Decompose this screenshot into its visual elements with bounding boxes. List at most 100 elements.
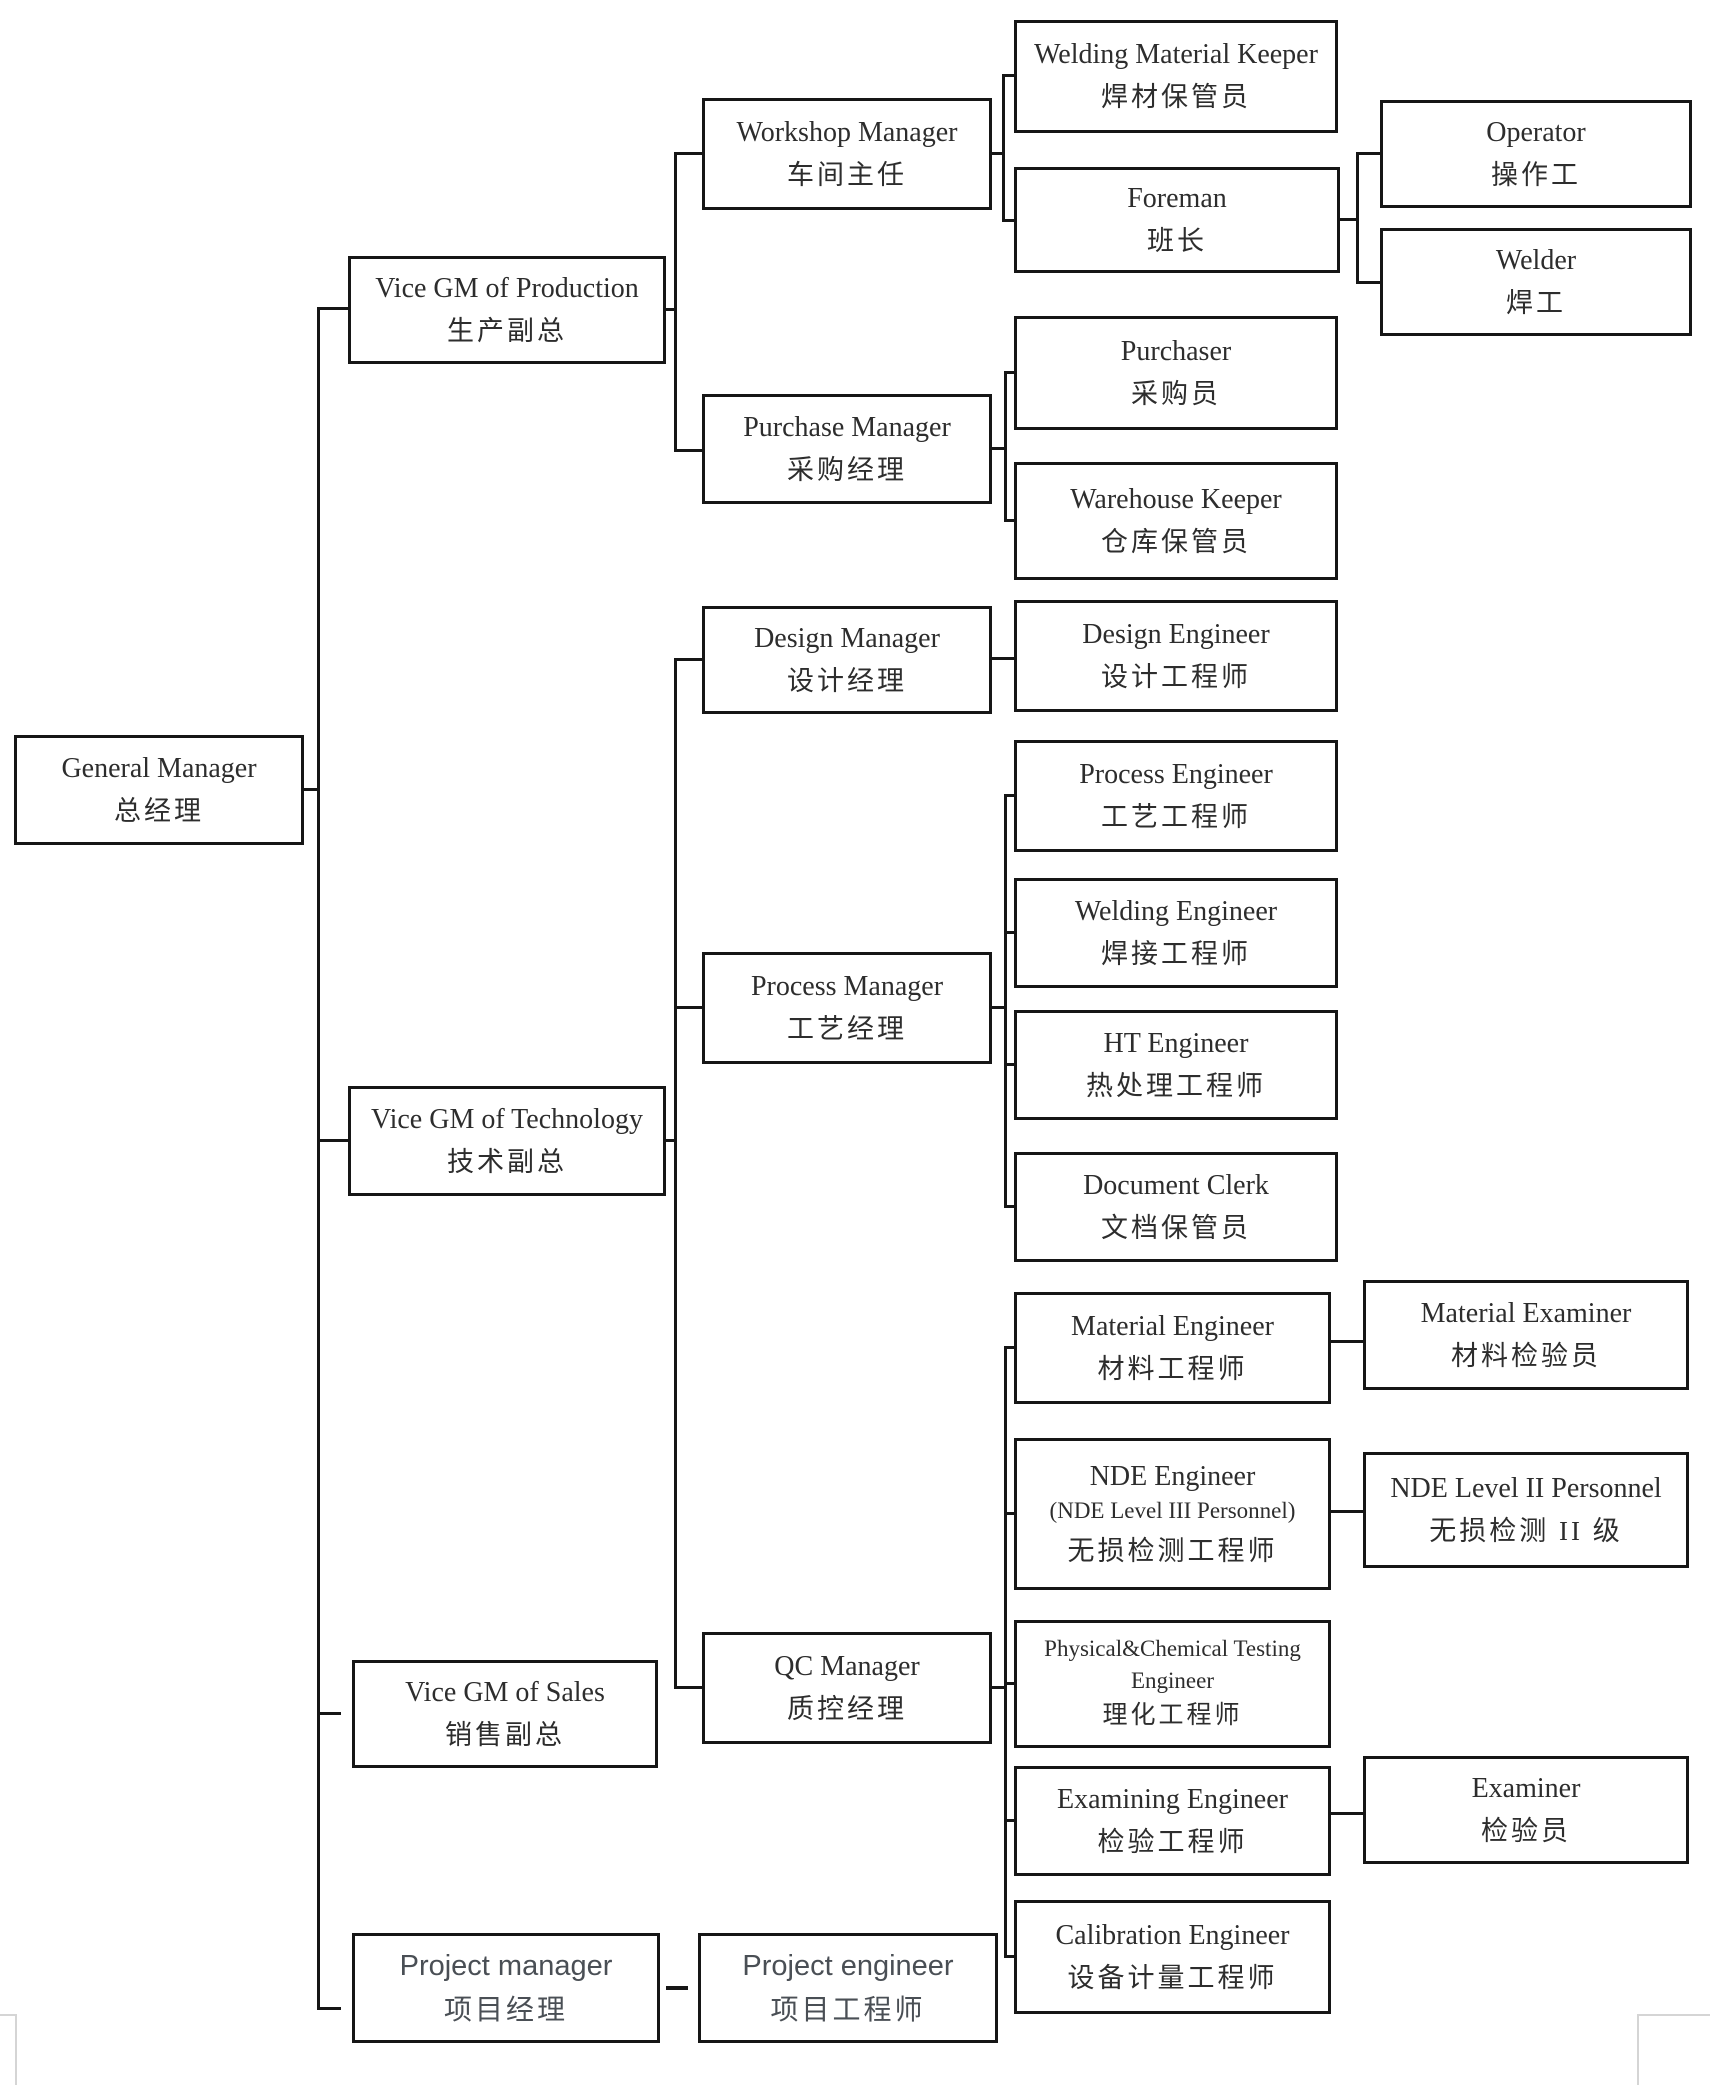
node-project-manager: Project manager 项目经理 — [352, 1933, 660, 2043]
page-corner-mark — [1637, 2014, 1639, 2085]
page-corner-mark — [1637, 2014, 1710, 2016]
node-vgm-production: Vice GM of Production 生产副总 — [348, 256, 666, 364]
node-nde-engineer: NDE Engineer (NDE Level III Personnel) 无… — [1014, 1438, 1331, 1590]
node-title-en: QC Manager — [774, 1650, 920, 1682]
node-title-zh: 焊材保管员 — [1101, 82, 1251, 113]
node-title-zh: 材料检验员 — [1451, 1340, 1601, 1371]
node-title-en: Vice GM of Production — [375, 272, 639, 304]
connector — [1004, 371, 1007, 522]
node-welding-material-keeper: Welding Material Keeper 焊材保管员 — [1014, 20, 1338, 133]
node-operator: Operator 操作工 — [1380, 100, 1692, 208]
node-title-zh: 无损检测 II 级 — [1429, 1515, 1623, 1546]
node-title-zh: 热处理工程师 — [1086, 1070, 1266, 1101]
connector — [992, 657, 1016, 660]
node-title-zh: 班长 — [1147, 225, 1207, 256]
node-title-en: Vice GM of Technology — [371, 1103, 643, 1135]
connector — [990, 152, 1004, 155]
node-title-zh: 设计工程师 — [1101, 661, 1251, 692]
node-title-en: Material Engineer — [1071, 1310, 1274, 1342]
node-title-en: Purchaser — [1120, 335, 1232, 367]
node-project-engineer: Project engineer 项目工程师 — [698, 1933, 998, 2043]
node-design-engineer: Design Engineer 设计工程师 — [1014, 600, 1338, 712]
connector — [1004, 1346, 1007, 1958]
node-title-zh: 工艺经理 — [787, 1013, 907, 1044]
node-purchaser: Purchaser 采购员 — [1014, 316, 1338, 430]
connector — [1004, 794, 1016, 797]
connector — [674, 449, 704, 452]
connector — [1331, 1510, 1363, 1513]
node-title-en: Physical&Chemical Testing — [1044, 1636, 1301, 1662]
connector — [992, 1686, 1006, 1689]
connector — [1002, 219, 1016, 222]
connector — [1004, 1346, 1016, 1349]
node-title-zh: 理化工程师 — [1102, 1702, 1243, 1730]
connector — [674, 152, 704, 155]
node-title-zh: 设备计量工程师 — [1067, 1962, 1278, 1993]
node-title-zh: 材料工程师 — [1097, 1353, 1248, 1384]
connector — [1004, 371, 1016, 374]
node-title-en: Operator — [1486, 116, 1586, 148]
connector — [674, 1686, 704, 1689]
node-warehouse-keeper: Warehouse Keeper 仓库保管员 — [1014, 462, 1338, 580]
connector — [317, 1139, 350, 1142]
connector — [1004, 1955, 1016, 1958]
node-title-en: Purchase Manager — [743, 411, 951, 443]
node-title-zh: 焊接工程师 — [1101, 938, 1251, 969]
connector — [304, 788, 319, 791]
node-physical-chemical-testing-engineer: Physical&Chemical Testing Engineer 理化工程师 — [1014, 1620, 1331, 1748]
node-title-zh: 采购员 — [1131, 378, 1221, 409]
page-corner-mark — [15, 2014, 17, 2085]
node-title-en: Project manager — [399, 1949, 613, 1982]
node-title-en: Warehouse Keeper — [1070, 483, 1282, 515]
node-title-zh: 技术副总 — [447, 1146, 567, 1177]
node-title-zh: 检验员 — [1481, 1815, 1571, 1846]
connector — [1356, 152, 1382, 155]
connector — [1002, 74, 1016, 77]
connector — [666, 308, 676, 311]
node-title-zh: 总经理 — [114, 795, 204, 826]
connector — [674, 152, 677, 452]
node-welding-engineer: Welding Engineer 焊接工程师 — [1014, 878, 1338, 988]
node-material-examiner: Material Examiner 材料检验员 — [1363, 1280, 1689, 1390]
node-title-en: Project engineer — [742, 1949, 954, 1982]
node-title-en: Process Engineer — [1079, 758, 1273, 790]
node-title-en: Material Examiner — [1420, 1297, 1632, 1329]
node-title-en: General Manager — [61, 752, 257, 784]
connector — [992, 447, 1006, 450]
node-title-zh: 项目工程师 — [770, 1993, 926, 2025]
connector — [1356, 152, 1359, 284]
node-title-en: Calibration Engineer — [1055, 1919, 1290, 1951]
node-title-en: Design Manager — [754, 622, 940, 654]
node-workshop-manager: Workshop Manager 车间主任 — [702, 98, 992, 210]
node-title-en: Welder — [1495, 244, 1577, 276]
node-examining-engineer: Examining Engineer 检验工程师 — [1014, 1766, 1331, 1876]
node-title-sub: Engineer — [1130, 1668, 1214, 1694]
connector — [317, 1712, 341, 1715]
node-material-engineer: Material Engineer 材料工程师 — [1014, 1292, 1331, 1404]
node-title-en: Vice GM of Sales — [405, 1676, 605, 1708]
node-title-en: Examiner — [1471, 1772, 1581, 1804]
node-title-en: Welding Engineer — [1074, 895, 1278, 927]
node-title-en: Document Clerk — [1083, 1169, 1269, 1201]
node-title-en: Foreman — [1127, 182, 1227, 214]
connector — [992, 1006, 1006, 1009]
node-purchase-manager: Purchase Manager 采购经理 — [702, 394, 992, 504]
connector — [1004, 1682, 1016, 1685]
node-title-zh: 车间主任 — [787, 159, 907, 190]
connector — [1004, 794, 1007, 1208]
node-design-manager: Design Manager 设计经理 — [702, 606, 992, 714]
node-nde-level2-personnel: NDE Level II Personnel 无损检测 II 级 — [1363, 1452, 1689, 1568]
connector — [1331, 1812, 1363, 1815]
node-process-engineer: Process Engineer 工艺工程师 — [1014, 740, 1338, 852]
node-title-zh: 采购经理 — [787, 454, 907, 485]
node-title-zh: 仓库保管员 — [1101, 526, 1251, 557]
node-ht-engineer: HT Engineer 热处理工程师 — [1014, 1010, 1338, 1120]
connector — [1004, 519, 1016, 522]
connector — [317, 2007, 341, 2010]
connector — [1004, 1819, 1016, 1822]
connector — [1356, 281, 1382, 284]
node-title-zh: 项目经理 — [443, 1993, 568, 2025]
node-foreman: Foreman 班长 — [1014, 167, 1340, 273]
node-title-zh: 生产副总 — [447, 315, 567, 346]
